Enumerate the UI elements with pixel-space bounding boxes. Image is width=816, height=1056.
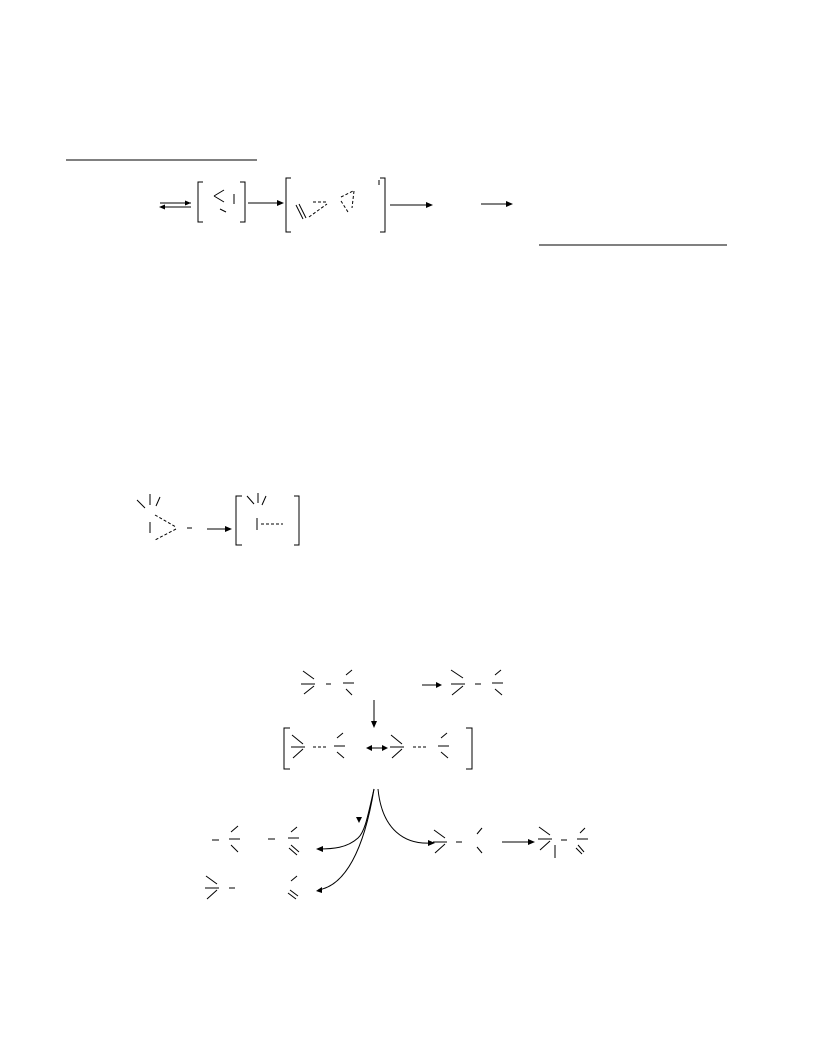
curved-arrow-right [377, 788, 435, 846]
product-fragment [212, 825, 300, 856]
reaction-arrow [422, 682, 442, 688]
bracket-intermediate-1 [197, 181, 246, 223]
reactant-molecule [301, 669, 354, 696]
bracket-transition-state [285, 177, 386, 233]
reactant-fragment [136, 494, 192, 541]
product-molecule [433, 827, 483, 854]
reaction-arrow [248, 200, 284, 206]
product-fragment [205, 875, 299, 900]
reaction-arrow [502, 839, 535, 845]
reaction-scheme-1 [66, 159, 727, 246]
reaction-arrow-down [371, 700, 377, 728]
bracket-intermediate-2 [235, 493, 300, 546]
curved-arrow-left-lower [316, 788, 375, 893]
curved-arrow-left-upper [316, 788, 375, 852]
bracket-resonance [283, 727, 473, 770]
final-product-molecule [538, 826, 588, 858]
product-molecule [450, 669, 503, 696]
equilibrium-arrow [159, 200, 191, 210]
reaction-arrow [207, 526, 232, 532]
reaction-arrow [481, 201, 513, 207]
reaction-arrow [390, 202, 433, 208]
